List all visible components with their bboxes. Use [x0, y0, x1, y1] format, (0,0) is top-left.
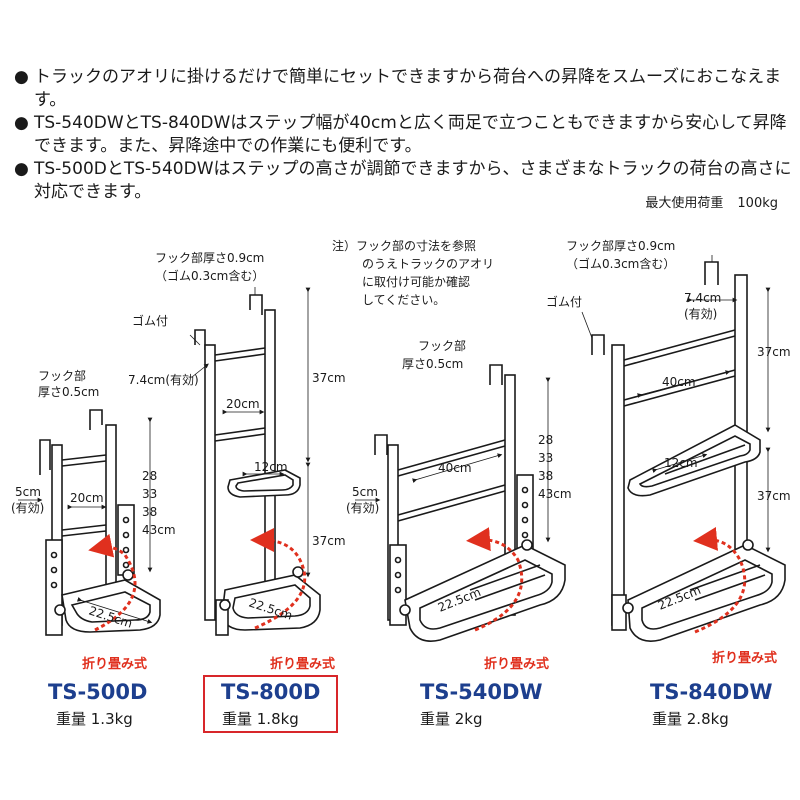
ts-840dw-step-inner-label: 12cm — [664, 456, 698, 470]
feature-item: TS-540DWとTS-840DWはステップ幅が40cmと広く両足で立つこともで… — [14, 112, 794, 158]
ts-540dw-depth-label: (有効) — [346, 500, 379, 515]
max-load-value: 100kg — [737, 196, 778, 211]
ts-500d-depth-label: (有効) — [11, 500, 44, 515]
ts-500d-height-label: 28 — [142, 469, 157, 483]
max-load-label: 最大使用荷重 — [645, 196, 724, 211]
model-name-ts-540dw: TS-540DW — [420, 680, 543, 704]
ts-800d-upper-label: 37cm — [312, 371, 346, 385]
ladder-ts-800d — [189, 287, 321, 636]
ts-840dw-hook-label: （ゴム0.3cm含む） — [566, 256, 675, 271]
ts-500d-height-label: 33 — [142, 487, 157, 501]
fold-arrow — [466, 527, 524, 632]
note-line: 注）フック部の寸法を参照 — [332, 238, 476, 253]
ts-540dw-height-label: 28 — [538, 433, 553, 447]
ts-540dw-depth-label: 5cm — [352, 485, 378, 499]
ts-840dw-rubber-label: ゴム付 — [546, 294, 582, 309]
model-name-ts-500d: TS-500D — [48, 680, 148, 704]
ts-800d-lower-label: 37cm — [312, 534, 346, 548]
ts-840dw-upper-label: 37cm — [757, 345, 791, 359]
ts-500d-width-label: 20cm — [70, 491, 104, 505]
note-line: してください。 — [362, 293, 445, 307]
note-line: に取付け可能か確認 — [362, 274, 470, 289]
ts-500d-fold-label: 折り畳み式 — [82, 656, 147, 672]
ts-540dw-hook-label: 厚さ0.5cm — [402, 357, 463, 371]
ts-800d-hook-label: フック部厚さ0.9cm — [155, 250, 264, 265]
ts-840dw-depth-label: 7.4cm — [684, 291, 721, 305]
ts-540dw-fold-label: 折り畳み式 — [484, 656, 549, 672]
ts-540dw-height-label: 33 — [538, 451, 553, 465]
ts-840dw-hook-label: フック部厚さ0.9cm — [566, 238, 675, 253]
weight-ts-540dw: 重量 2kg — [420, 710, 483, 728]
ts-540dw-hook-label: フック部 — [418, 338, 466, 353]
ts-800d-hook-label: （ゴム0.3cm含む） — [155, 268, 264, 283]
ts-840dw-fold-label: 折り畳み式 — [712, 650, 777, 666]
note-line: のうえトラックのアオリ — [362, 257, 494, 271]
ts-800d-rubber-label: ゴム付 — [132, 313, 168, 328]
ts-800d-step-inner-label: 12cm — [254, 460, 288, 474]
ladder-ts-500d — [18, 409, 161, 636]
ts-800d-fold-label: 折り畳み式 — [270, 656, 335, 672]
ts-500d-depth-label: 5cm — [15, 485, 41, 499]
fold-arrow — [88, 533, 137, 632]
model-name-ts-800d: TS-800D — [221, 680, 321, 704]
max-load: 最大使用荷重 100kg — [631, 192, 778, 211]
ts-840dw-depth-label: (有効) — [684, 306, 717, 321]
weight-ts-840dw: 重量 2.8kg — [652, 710, 729, 728]
feature-item: TS-500DとTS-540DWはステップの高さが調節できますから、さまざまなト… — [14, 158, 794, 204]
ts-500d-hook-label: フック部 — [38, 368, 86, 383]
ts-540dw-width-label: 40cm — [438, 461, 472, 475]
ts-540dw-height-label: 43cm — [538, 487, 572, 501]
feature-item: トラックのアオリに掛けるだけで簡単にセットできますから荷台への昇降をスムーズにお… — [14, 66, 794, 112]
fold-arrow — [693, 527, 747, 634]
weight-ts-500d: 重量 1.3kg — [56, 710, 133, 728]
model-name-ts-840dw: TS-840DW — [650, 680, 773, 704]
fold-arrow — [250, 528, 307, 630]
highlight-box — [203, 675, 338, 733]
ts-500d-height-label: 43cm — [142, 523, 176, 537]
ladder-ts-840dw — [581, 255, 786, 642]
ts-800d-width-label: 20cm — [226, 397, 260, 411]
ladder-ts-540dw — [355, 364, 566, 642]
feature-list: トラックのアオリに掛けるだけで簡単にセットできますから荷台への昇降をスムーズにお… — [14, 66, 794, 204]
ts-500d-height-label: 38 — [142, 505, 157, 519]
ts-540dw-height-label: 38 — [538, 469, 553, 483]
ts-840dw-width-label: 40cm — [662, 375, 696, 389]
weight-ts-800d: 重量 1.8kg — [222, 710, 299, 728]
ts-840dw-lower-label: 37cm — [757, 489, 791, 503]
ts-800d-depth-label: 7.4cm(有効) — [128, 372, 199, 387]
ts-500d-hook-label: 厚さ0.5cm — [38, 385, 99, 399]
